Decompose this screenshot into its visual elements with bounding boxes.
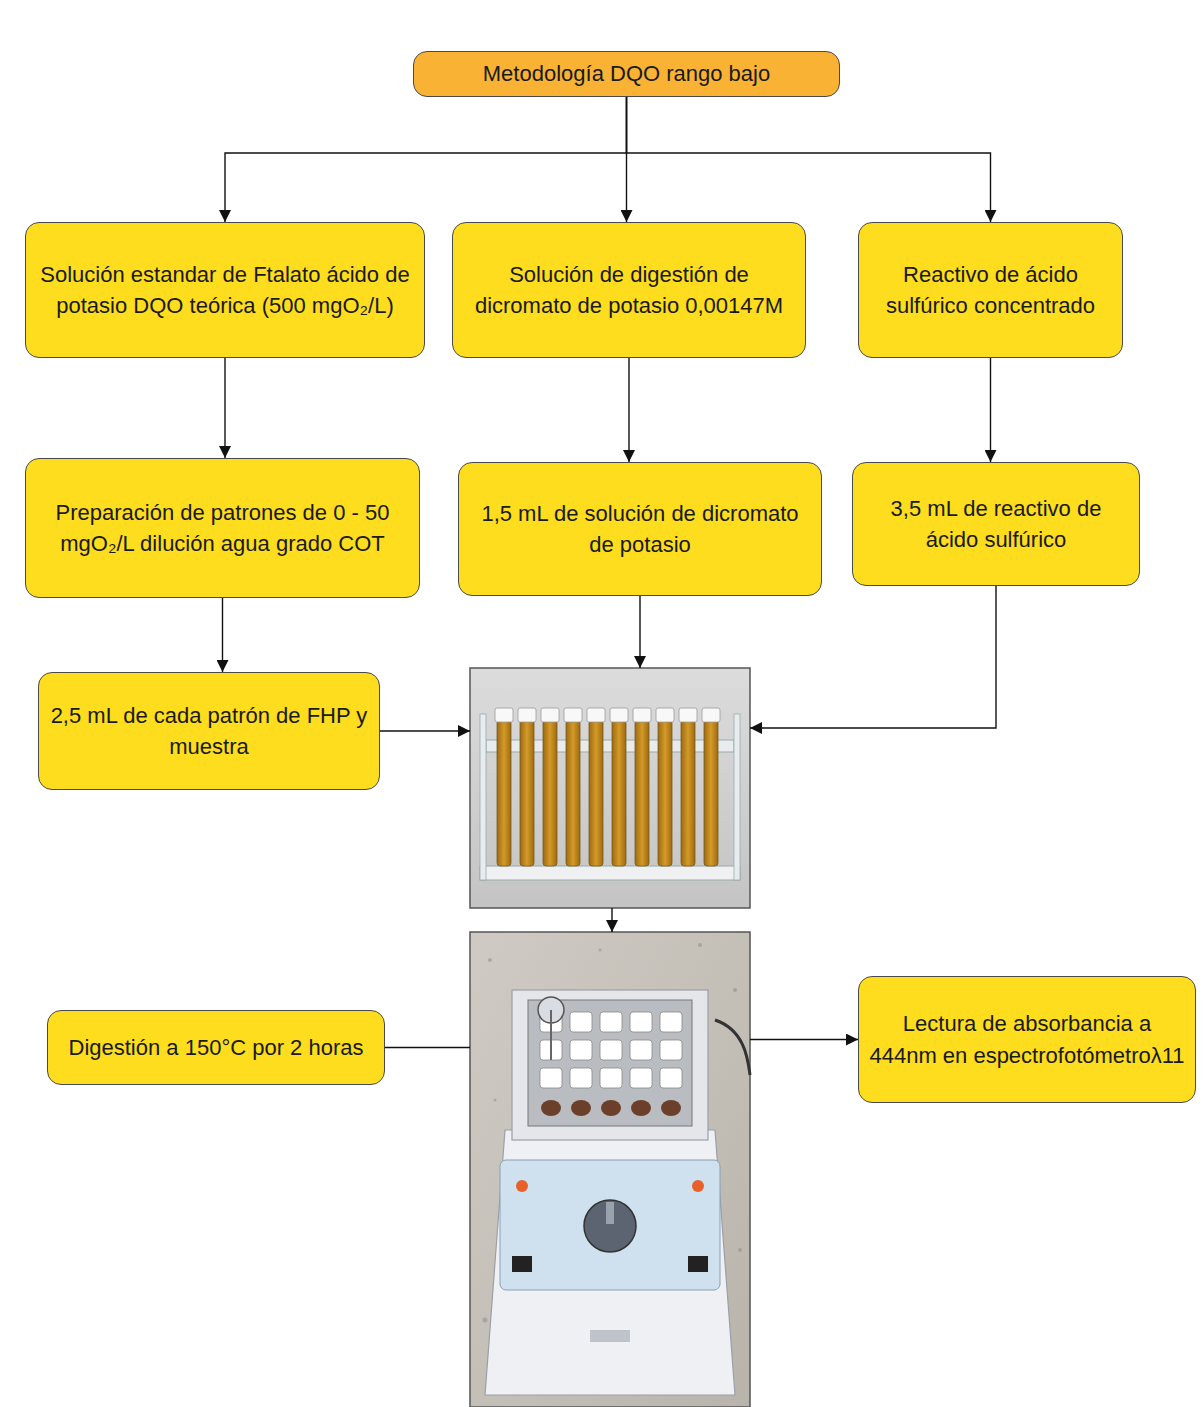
tube-rack-photo bbox=[470, 668, 750, 908]
flow-line bbox=[611, 908, 612, 932]
flow-line bbox=[385, 1047, 470, 1048]
process-box: Solución estandar de Ftalato ácido de po… bbox=[25, 222, 425, 358]
reactor-photo bbox=[470, 932, 750, 1407]
box-text: Digestión a 150°C por 2 horas bbox=[58, 1032, 374, 1063]
box-text: Reactivo de ácido sulfúrico concentrado bbox=[869, 259, 1112, 321]
box-text: 1,5 mL de solución de dicromato de potas… bbox=[469, 498, 811, 560]
box-text: 2,5 mL de cada patrón de FHP y muestra bbox=[49, 700, 369, 762]
flow-arrow bbox=[990, 358, 991, 462]
process-box: Preparación de patrones de 0 - 50 mgO₂/L… bbox=[25, 458, 420, 598]
title-box: Metodología DQO rango bajo bbox=[413, 51, 840, 96]
flow-line bbox=[380, 730, 470, 731]
box-text: Metodología DQO rango bajo bbox=[424, 58, 829, 89]
process-box: Lectura de absorbancia a 444nm en espect… bbox=[858, 976, 1196, 1103]
process-box: 1,5 mL de solución de dicromato de potas… bbox=[458, 462, 822, 596]
box-text: 3,5 mL de reactivo de ácido sulfúrico bbox=[863, 493, 1129, 555]
flow-arrow bbox=[224, 358, 225, 458]
box-text: Solución de digestión de dicromato de po… bbox=[463, 259, 795, 321]
flow-line bbox=[639, 596, 640, 668]
flow-arrow bbox=[628, 358, 629, 462]
flow-arrow bbox=[627, 97, 991, 222]
box-text: Lectura de absorbancia a 444nm en espect… bbox=[869, 1008, 1185, 1070]
process-box: Digestión a 150°C por 2 horas bbox=[47, 1010, 385, 1085]
box-text: Solución estandar de Ftalato ácido de po… bbox=[36, 259, 414, 321]
flow-line bbox=[750, 586, 996, 728]
flow-arrow bbox=[225, 97, 627, 222]
flow-line bbox=[750, 1039, 858, 1040]
process-box: Reactivo de ácido sulfúrico concentrado bbox=[858, 222, 1123, 358]
process-box: 2,5 mL de cada patrón de FHP y muestra bbox=[38, 672, 380, 790]
flow-arrow bbox=[222, 598, 223, 672]
process-box: Solución de digestión de dicromato de po… bbox=[452, 222, 806, 358]
box-text: Preparación de patrones de 0 - 50 mgO₂/L… bbox=[36, 497, 409, 559]
process-box: 3,5 mL de reactivo de ácido sulfúrico bbox=[852, 462, 1140, 586]
